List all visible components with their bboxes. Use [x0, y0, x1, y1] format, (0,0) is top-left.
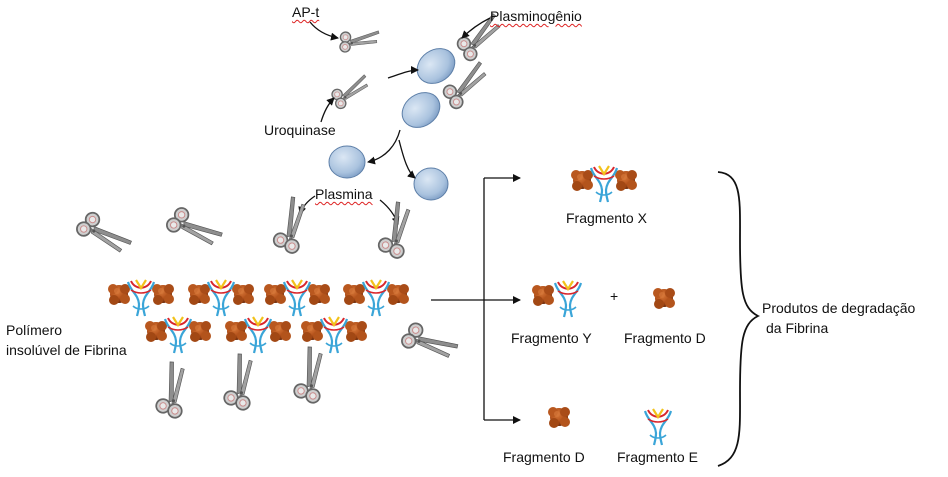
fibrin-row-bottom — [145, 317, 367, 353]
scissors-icon — [367, 199, 428, 263]
plasmin-ellipse-icon — [328, 145, 366, 179]
fragment-e-icon — [643, 407, 673, 447]
arrow — [320, 97, 335, 123]
scissors-icon — [328, 73, 373, 111]
fibrin-row-top — [108, 280, 409, 316]
label-apt: AP-t — [292, 4, 320, 20]
scissors-icon — [397, 312, 460, 374]
plasminogen-complex — [416, 12, 510, 84]
scissors-icon — [72, 203, 134, 267]
label-plus: + — [610, 288, 619, 304]
fragment-x-icon — [571, 166, 637, 202]
arrow — [461, 17, 491, 39]
scissors-icon — [144, 359, 203, 423]
label-polymer-line1: Polímero — [6, 322, 63, 338]
brace-icon — [717, 171, 761, 467]
label-plasminogen: Plasminogênio — [490, 8, 582, 24]
arrow — [367, 129, 401, 165]
plasminogen-complex — [401, 60, 496, 128]
label-fragment-e: Fragmento E — [617, 449, 698, 465]
scissors-icon — [337, 23, 381, 58]
fragment-d-icon — [653, 288, 675, 309]
arrow — [398, 139, 416, 179]
scissors-icon — [282, 344, 341, 408]
arrow — [309, 21, 339, 41]
label-products-line2: da Fibrina — [766, 320, 829, 336]
label-urokinase: Uroquinase — [264, 122, 336, 138]
scissors-icon — [262, 194, 323, 258]
label-fragment-y: Fragmento Y — [511, 330, 592, 346]
label-plasmin: Plasmina — [315, 186, 373, 202]
label-fragment-x: Fragmento X — [566, 210, 647, 226]
plasmin-ellipse-icon — [413, 167, 449, 201]
fragment-d-icon — [548, 407, 570, 428]
fibrin-polymer — [108, 280, 409, 353]
label-fragment-d-1: Fragmento D — [624, 330, 706, 346]
scissors-icon — [212, 351, 271, 415]
scissors-icon — [162, 197, 225, 261]
label-polymer-line2: insolúvel de Fibrina — [6, 342, 127, 358]
label-products-line1: Produtos de degradação — [762, 300, 916, 316]
fragment-y-icon — [532, 279, 583, 319]
arrow — [387, 66, 419, 79]
label-fragment-d-2: Fragmento D — [503, 449, 585, 465]
